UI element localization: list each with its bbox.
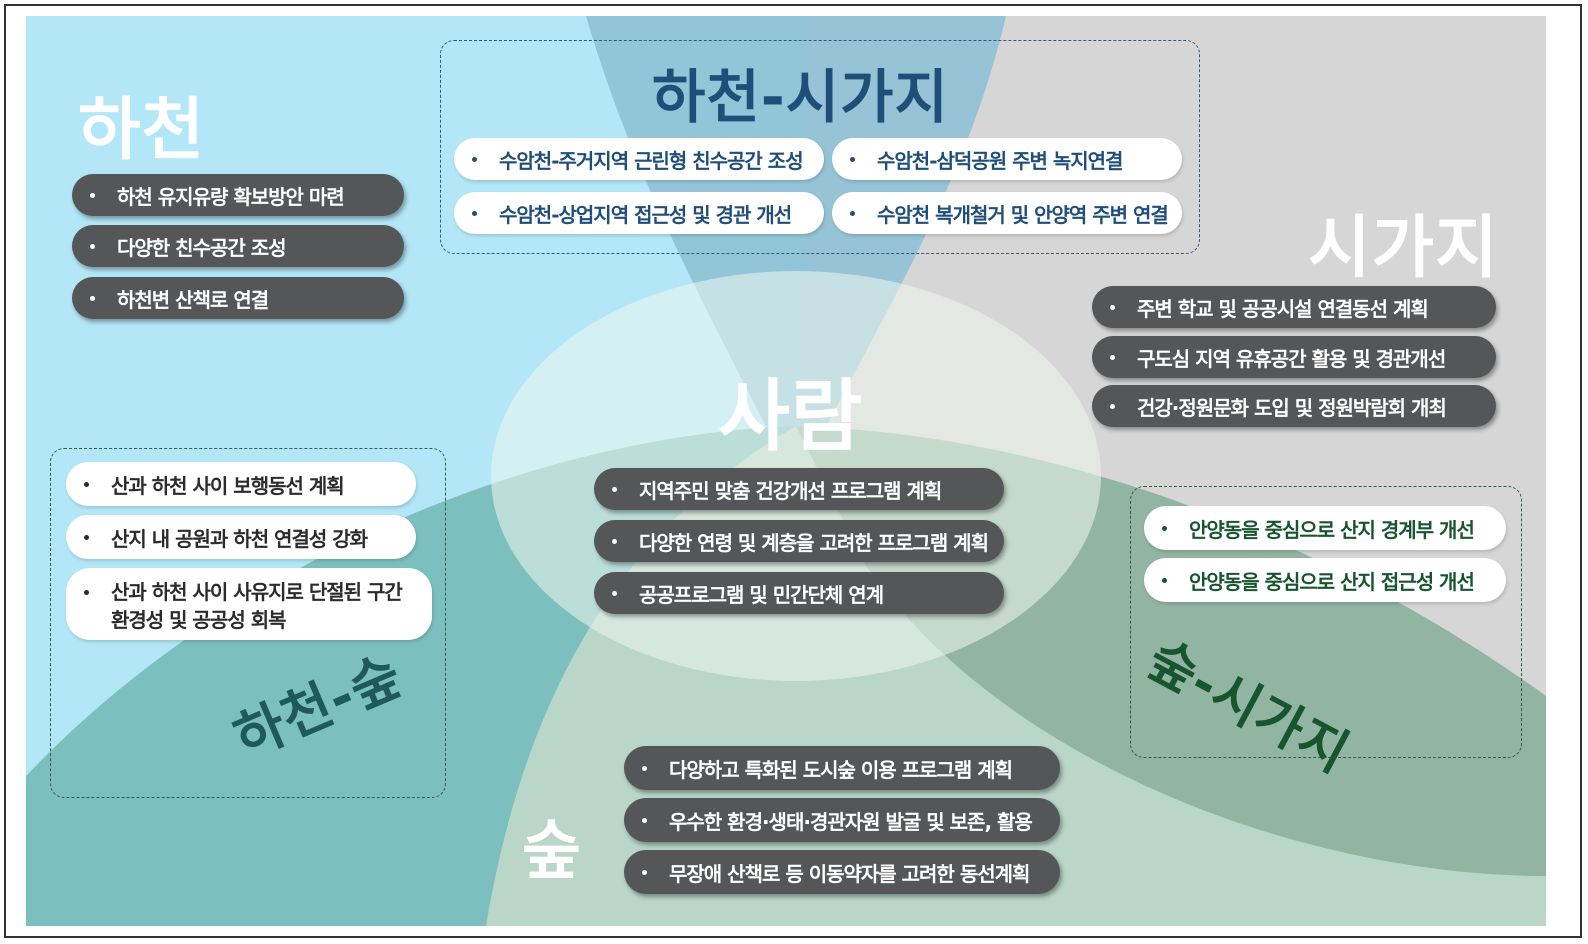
river-forest-item: 산지 내 공원과 하천 연결성 강화 xyxy=(66,515,416,559)
city-item-label: 건강·정원문화 도입 및 정원박람회 개최 xyxy=(1137,395,1447,420)
bullet-icon xyxy=(84,481,89,487)
bullet-icon xyxy=(84,590,89,595)
bullet-icon xyxy=(642,765,647,771)
people-item-label: 다양한 연령 및 계층을 고려한 프로그램 계획 xyxy=(639,530,989,555)
bullet-icon xyxy=(642,869,647,875)
river-city-item-label: 수암천-주거지역 근린형 친수공간 조성 xyxy=(499,148,804,173)
bullet-icon xyxy=(612,486,617,492)
people-item-label: 공공프로그램 및 민간단체 연계 xyxy=(639,582,884,607)
river-forest-group xyxy=(50,448,446,798)
bullet-icon xyxy=(850,156,855,162)
bullet-icon xyxy=(612,590,617,596)
river-item-label: 하천변 산책로 연결 xyxy=(117,287,269,312)
river-item-label: 하천 유지유량 확보방안 마련 xyxy=(117,184,345,209)
river-item: 다양한 친수공간 조성 xyxy=(72,225,404,267)
river-forest-item-label: 산과 하천 사이 보행동선 계획 xyxy=(111,473,345,498)
river-city-item: 수암천-상업지역 접근성 및 경관 개선 xyxy=(454,192,824,234)
forest-city-item-label: 안양동을 중심으로 산지 경계부 개선 xyxy=(1189,517,1475,542)
bullet-icon xyxy=(472,210,477,216)
bullet-icon xyxy=(1110,304,1115,310)
bullet-icon xyxy=(90,243,95,249)
bullet-icon xyxy=(1162,577,1167,583)
zone-title-city: 시가지 xyxy=(1308,209,1499,288)
city-item: 구도심 지역 유휴공간 활용 및 경관개선 xyxy=(1092,336,1496,378)
people-item: 공공프로그램 및 민간단체 연계 xyxy=(594,572,1004,614)
people-item: 다양한 연령 및 계층을 고려한 프로그램 계획 xyxy=(594,520,1004,562)
forest-city-item-label: 안양동을 중심으로 산지 접근성 개선 xyxy=(1189,569,1475,594)
zone-title-people: 사람 xyxy=(718,372,864,462)
bullet-icon xyxy=(642,817,647,823)
bullet-icon xyxy=(472,156,477,162)
bullet-icon xyxy=(84,534,89,540)
forest-city-item: 안양동을 중심으로 산지 경계부 개선 xyxy=(1144,506,1506,550)
river-city-group xyxy=(440,40,1200,254)
forest-city-group xyxy=(1130,486,1522,758)
river-forest-item-label: 산과 하천 사이 사유지로 단절된 구간 환경성 및 공공성 회복 xyxy=(111,580,403,632)
bullet-icon xyxy=(1162,525,1167,531)
river-city-overlap-shape xyxy=(586,16,1006,486)
bullet-icon xyxy=(612,538,617,544)
river-city-item: 수암천 복개철거 및 안양역 주변 연결 xyxy=(832,192,1182,234)
forest-item-label: 우수한 환경·생태·경관자원 발굴 및 보존, 활용 xyxy=(669,809,1033,834)
river-city-item: 수암천-삼덕공원 주변 녹지연결 xyxy=(832,138,1182,180)
forest-item: 다양하고 특화된 도시숲 이용 프로그램 계획 xyxy=(624,746,1060,790)
forest-city-item: 안양동을 중심으로 산지 접근성 개선 xyxy=(1144,558,1506,602)
city-item-label: 주변 학교 및 공공시설 연결동선 계획 xyxy=(1137,296,1429,321)
city-item: 건강·정원문화 도입 및 정원박람회 개최 xyxy=(1092,385,1496,427)
city-item-label: 구도심 지역 유휴공간 활용 및 경관개선 xyxy=(1137,346,1446,371)
river-item: 하천변 산책로 연결 xyxy=(72,277,404,319)
river-forest-item-label: 산지 내 공원과 하천 연결성 강화 xyxy=(111,526,368,551)
river-forest-item: 산과 하천 사이 보행동선 계획 xyxy=(66,462,416,506)
forest-item-label: 무장애 산책로 등 이동약자를 고려한 동선계획 xyxy=(669,861,1030,886)
river-city-item-label: 수암천-상업지역 접근성 및 경관 개선 xyxy=(499,202,792,227)
zone-title-river-city: 하천-시가지 xyxy=(652,63,949,131)
people-item-label: 지역주민 맞춤 건강개선 프로그램 계획 xyxy=(639,478,942,503)
forest-item-label: 다양하고 특화된 도시숲 이용 프로그램 계획 xyxy=(669,757,1013,782)
forest-item: 무장애 산책로 등 이동약자를 고려한 동선계획 xyxy=(624,850,1060,894)
river-forest-item: 산과 하천 사이 사유지로 단절된 구간 환경성 및 공공성 회복 xyxy=(66,568,432,640)
forest-item: 우수한 환경·생태·경관자원 발굴 및 보존, 활용 xyxy=(624,798,1060,842)
city-item: 주변 학교 및 공공시설 연결동선 계획 xyxy=(1092,286,1496,328)
bullet-icon xyxy=(1110,354,1115,360)
river-city-item-label: 수암천-삼덕공원 주변 녹지연결 xyxy=(877,148,1123,173)
river-city-item: 수암천-주거지역 근린형 친수공간 조성 xyxy=(454,138,824,180)
river-city-item-label: 수암천 복개철거 및 안양역 주변 연결 xyxy=(877,202,1169,227)
people-item: 지역주민 맞춤 건강개선 프로그램 계획 xyxy=(594,468,1004,510)
bullet-icon xyxy=(90,295,95,301)
bullet-icon xyxy=(850,210,855,216)
bullet-icon xyxy=(1110,403,1115,409)
zone-title-river: 하천 xyxy=(78,91,206,170)
zone-title-forest: 숲 xyxy=(522,815,582,889)
bullet-icon xyxy=(90,192,95,198)
river-item: 하천 유지유량 확보방안 마련 xyxy=(72,174,404,216)
river-item-label: 다양한 친수공간 조성 xyxy=(117,235,287,260)
